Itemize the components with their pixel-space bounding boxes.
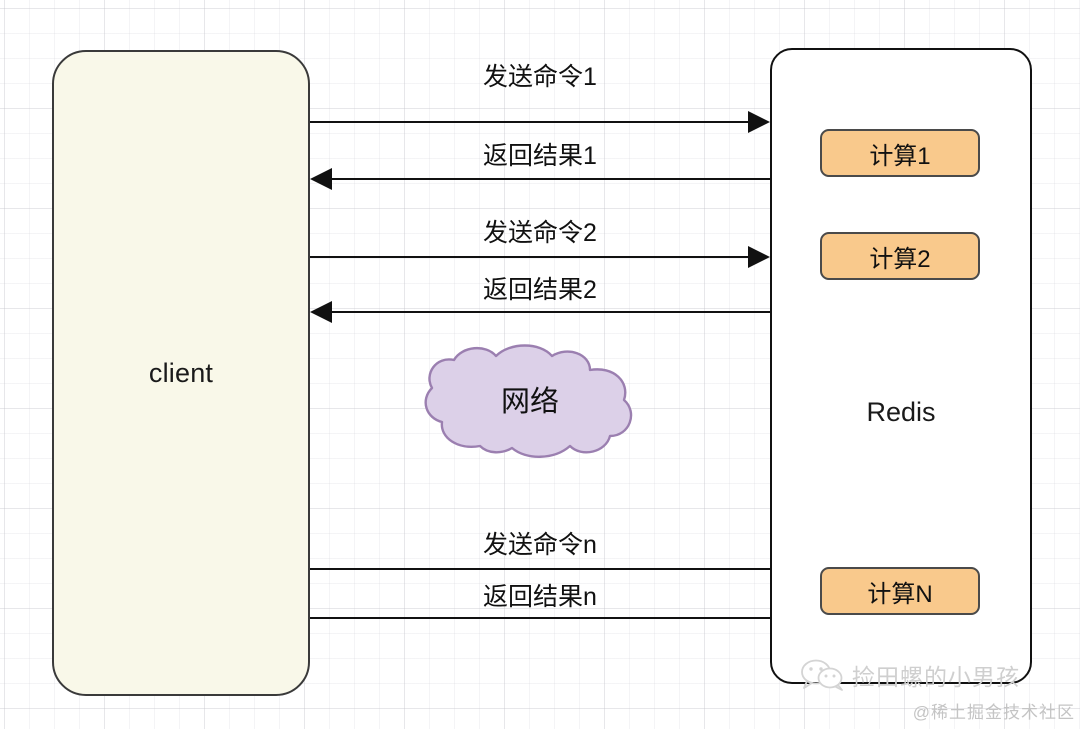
message-label-send-n: 发送命令n <box>483 531 597 559</box>
message-line-return-2 <box>332 311 770 313</box>
message-line-return-n <box>310 617 770 619</box>
message-label-send-1: 发送命令1 <box>483 63 597 91</box>
message-line-send-1 <box>310 121 762 123</box>
compute-chip-2: 计算2 <box>820 232 980 280</box>
compute-chip-n: 计算N <box>820 567 980 615</box>
cloud-shape-icon <box>424 344 633 458</box>
message-label-return-n: 返回结果n <box>483 583 597 611</box>
arrow-right-icon-send-2 <box>748 246 770 268</box>
arrow-left-icon-return-1 <box>310 168 332 190</box>
network-cloud <box>418 342 642 460</box>
wechat-icon <box>801 659 843 691</box>
client-node <box>52 50 310 696</box>
message-label-return-2: 返回结果2 <box>483 276 597 304</box>
watermark-author: 捡田螺的小男孩 <box>852 664 1020 690</box>
watermark-row: 捡田螺的小男孩 <box>800 658 1075 692</box>
watermark-source: @稀土掘金技术社区 <box>912 703 1075 722</box>
message-label-send-2: 发送命令2 <box>483 219 597 247</box>
message-line-send-2 <box>310 256 762 258</box>
arrow-left-icon-return-2 <box>310 301 332 323</box>
client-node-label: client <box>148 358 214 388</box>
network-cloud-label: 网络 <box>500 386 559 418</box>
arrow-right-icon-send-1 <box>748 111 770 133</box>
redis-node-label: Redis <box>866 397 936 427</box>
message-line-send-n <box>310 568 770 570</box>
compute-chip-1: 计算1 <box>820 129 980 177</box>
message-line-return-1 <box>332 178 770 180</box>
message-label-return-1: 返回结果1 <box>483 142 597 170</box>
watermark: 捡田螺的小男孩 @稀土掘金技术社区 <box>800 658 1075 723</box>
